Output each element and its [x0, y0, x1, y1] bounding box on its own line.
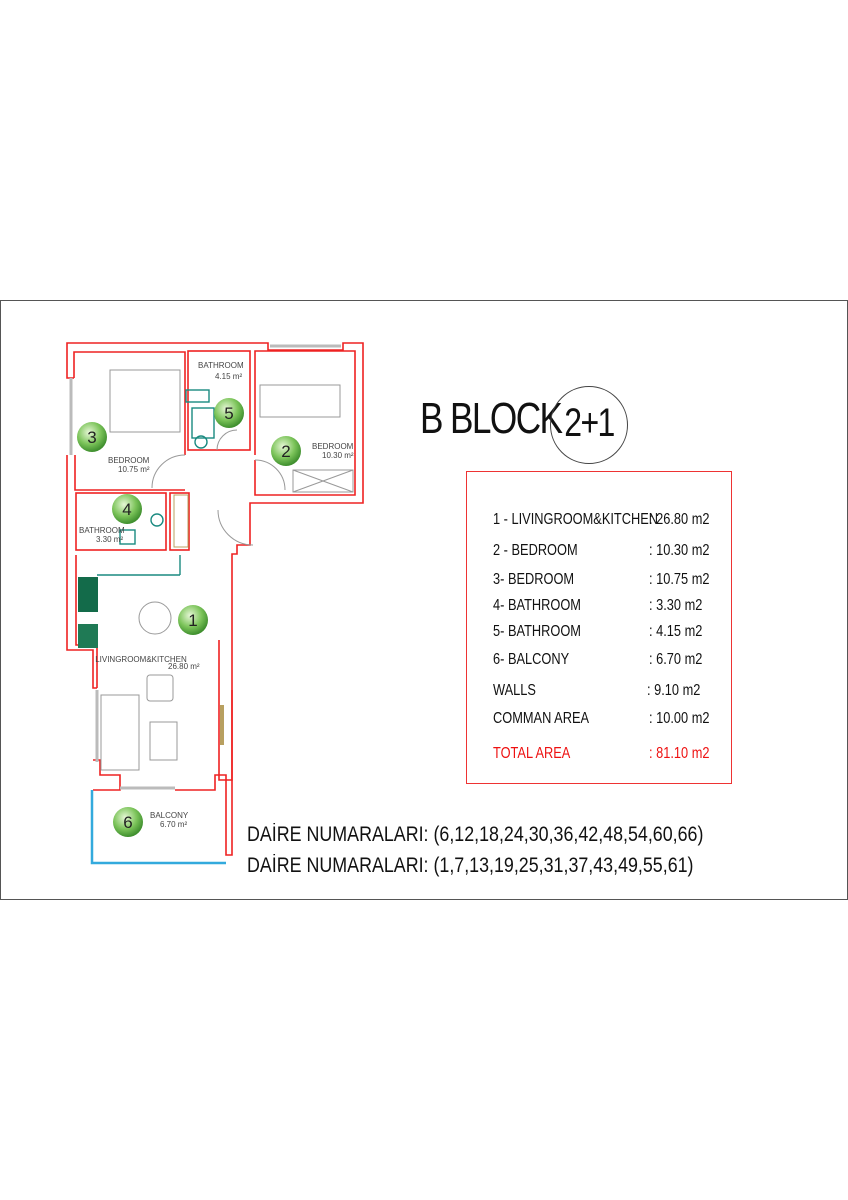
- room-badge-3: 3: [77, 422, 107, 452]
- room-label-5-name: BATHROOM: [198, 361, 244, 370]
- area-row-label: 4- BATHROOM: [493, 597, 581, 614]
- area-row-value: : 6.70 m2: [649, 651, 703, 668]
- cooktop: [78, 624, 98, 648]
- area-row-value: : 3.30 m2: [649, 597, 703, 614]
- area-row-value: : 10.00 m2: [649, 710, 710, 727]
- area-table: 1 - LIVINGROOM&KITCHEN : 26.80 m2 2 - BE…: [466, 471, 732, 784]
- area-row-label: 6- BALCONY: [493, 651, 570, 668]
- area-row-label: COMMAN AREA: [493, 710, 590, 727]
- apartment-numbers-line-1: DAİRE NUMARALARI: (6,12,18,24,30,36,42,4…: [247, 823, 704, 846]
- room-badge-2: 2: [271, 436, 301, 466]
- closet: [173, 494, 189, 548]
- apartment-numbers-line-2: DAİRE NUMARALARI: (1,7,13,19,25,31,37,43…: [247, 854, 694, 877]
- svg-text:6: 6: [123, 813, 132, 832]
- walls: [66, 342, 364, 856]
- svg-text:2: 2: [281, 442, 290, 461]
- svg-text:1: 1: [188, 611, 197, 630]
- room-label-6-name: BALCONY: [150, 811, 189, 820]
- area-row-value: : 26.80 m2: [649, 511, 710, 528]
- room-label-5-area: 4.15 m²: [215, 372, 242, 381]
- svg-text:4: 4: [122, 500, 131, 519]
- door-panel: [220, 705, 224, 745]
- balcony-railing: [90, 790, 226, 865]
- svg-text:3: 3: [87, 428, 96, 447]
- area-row-value: : 9.10 m2: [647, 682, 701, 699]
- bathroom-fixtures: [97, 389, 215, 576]
- room-badge-1: 1: [178, 605, 208, 635]
- area-row-label: WALLS: [493, 682, 536, 699]
- total-area-label: TOTAL AREA: [493, 745, 571, 762]
- total-area-value: : 81.10 m2: [649, 745, 710, 762]
- area-row-value: : 10.75 m2: [649, 571, 710, 588]
- room-label-3-area: 10.75 m²: [118, 465, 150, 474]
- room-label-2-area: 10.30 m²: [322, 451, 354, 460]
- room-label-1-area: 26.80 m²: [168, 662, 200, 671]
- windows: [69, 344, 341, 790]
- room-label-4-name: BATHROOM: [79, 526, 125, 535]
- room-badge-6: 6: [113, 807, 143, 837]
- area-row-value: : 10.30 m2: [649, 542, 710, 559]
- kitchen-sink: [78, 577, 98, 612]
- area-row-value: : 4.15 m2: [649, 623, 703, 640]
- room-label-1-name: LIVINGROOM&KITCHEN: [95, 655, 187, 664]
- room-badge-5: 5: [214, 398, 244, 428]
- svg-text:5: 5: [224, 404, 233, 423]
- unit-type: 2+1: [564, 401, 615, 445]
- room-label-6-area: 6.70 m²: [160, 820, 187, 829]
- unit-type-badge: 2+1: [550, 386, 628, 464]
- area-row-label: 2 - BEDROOM: [493, 542, 578, 559]
- room-label-4-area: 3.30 m²: [96, 535, 123, 544]
- area-row-label: 1 - LIVINGROOM&KITCHEN: [493, 511, 658, 528]
- area-row-label: 3- BEDROOM: [493, 571, 575, 588]
- room-label-2-name: BEDROOM: [312, 442, 354, 451]
- room-badge-4: 4: [112, 494, 142, 524]
- room-label-3-name: BEDROOM: [108, 456, 150, 465]
- area-row-label: 5- BATHROOM: [493, 623, 581, 640]
- furniture: [100, 369, 354, 771]
- block-title: B BLOCK: [420, 394, 563, 443]
